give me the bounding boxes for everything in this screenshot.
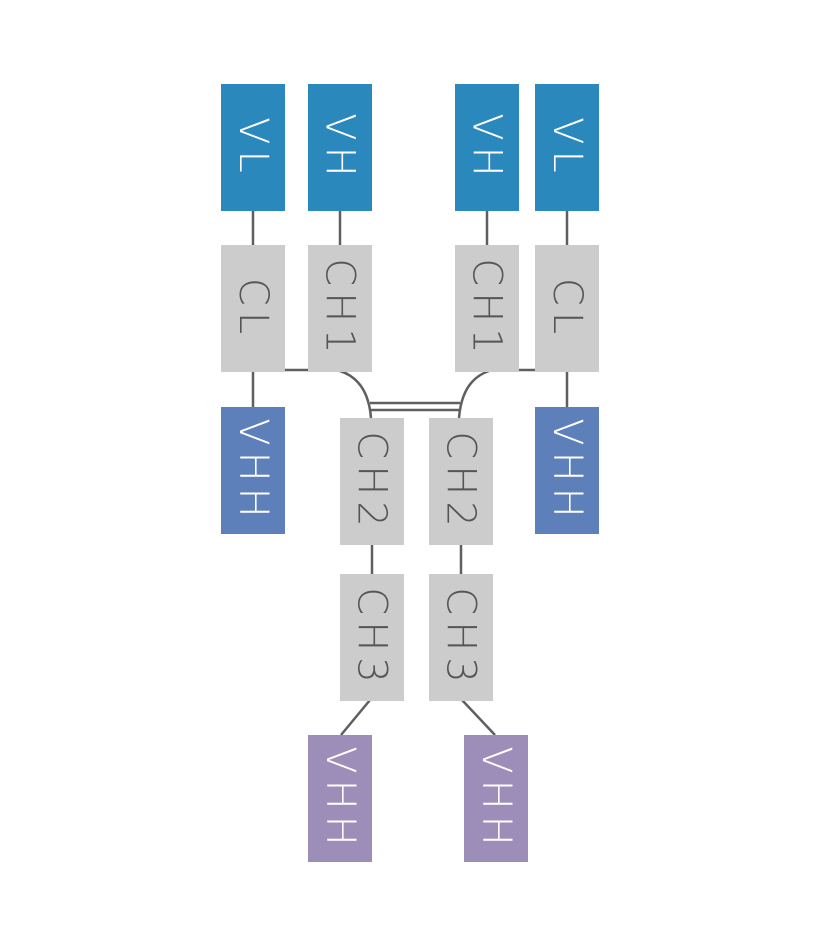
domain-label: VHH: [473, 745, 519, 852]
domain-label: VHH: [230, 417, 276, 524]
domain-vhh-right-c-term: VHH: [464, 735, 528, 862]
connector-ch3-vhh-left: [340, 699, 371, 736]
domain-ch2-right: CH2: [429, 418, 493, 545]
hinge-left: [339, 369, 373, 419]
domain-label: CH1: [464, 257, 510, 360]
domain-label: CH2: [438, 430, 484, 533]
domain-vl-right: VL: [535, 84, 599, 211]
domain-label: CH3: [438, 586, 484, 689]
domain-label: CH3: [349, 586, 395, 689]
domain-vl-left: VL: [221, 84, 285, 211]
domain-label: VL: [544, 116, 590, 179]
domain-label: VH: [464, 112, 511, 183]
domain-ch3-left: CH3: [340, 574, 404, 701]
hinge-right: [457, 369, 490, 419]
domain-vhh-right-arm: VHH: [535, 407, 599, 534]
domain-vh-left: VH: [308, 84, 372, 211]
domain-ch3-right: CH3: [429, 574, 493, 701]
domain-label: VL: [230, 116, 276, 179]
connector-ch3-vhh-right: [461, 699, 496, 736]
domain-cl-left: CL: [221, 245, 285, 372]
domain-label: CL: [544, 277, 590, 340]
domain-cl-right: CL: [535, 245, 599, 372]
domain-label: VHH: [317, 745, 363, 852]
domain-label: VHH: [544, 417, 590, 524]
domain-label: CH1: [317, 257, 363, 360]
domain-vhh-left-arm: VHH: [221, 407, 285, 534]
domain-label: VH: [317, 112, 364, 183]
domain-label: CH2: [349, 430, 395, 533]
domain-ch1-right: CH1: [455, 245, 519, 372]
domain-label: CL: [230, 277, 276, 340]
domain-ch2-left: CH2: [340, 418, 404, 545]
domain-vhh-left-c-term: VHH: [308, 735, 372, 862]
domain-vh-right: VH: [455, 84, 519, 211]
domain-ch1-left: CH1: [308, 245, 372, 372]
